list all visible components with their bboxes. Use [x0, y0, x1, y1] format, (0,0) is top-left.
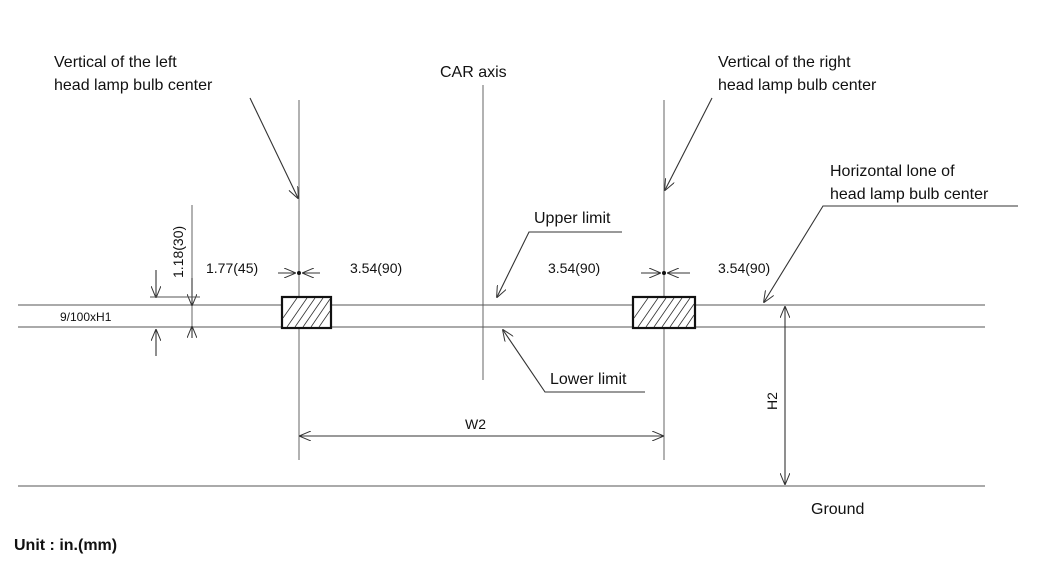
left-vertical-leader	[249, 97, 298, 198]
right-vertical-label-line2: head lamp bulb center	[718, 77, 877, 94]
width-label: W2	[465, 416, 486, 432]
left-headlamp-box	[280, 295, 333, 330]
right-right-offset-label: 3.54(90)	[718, 260, 770, 276]
right-bulb-center-dot	[662, 271, 666, 275]
ground-label: Ground	[811, 501, 864, 518]
left-vertical-label-line1: Vertical of the left	[54, 54, 177, 71]
height-ratio-label: 9/100xH1	[60, 310, 112, 324]
right-headlamp-box	[631, 295, 697, 330]
right-vertical-leader	[665, 97, 713, 190]
right-vertical-label-line1: Vertical of the right	[718, 54, 851, 71]
lower-limit-leader	[503, 330, 645, 393]
left-bulb-center-dot	[297, 271, 301, 275]
car-axis-label: CAR axis	[440, 64, 507, 81]
right-left-offset-label: 3.54(90)	[548, 260, 600, 276]
lower-limit-label: Lower limit	[550, 371, 627, 388]
left-right-offset-label: 3.54(90)	[350, 260, 402, 276]
unit-label: Unit : in.(mm)	[14, 537, 117, 554]
upper-limit-label: Upper limit	[534, 210, 611, 227]
horizontal-lone-label-line2: head lamp bulb center	[830, 186, 989, 203]
vertical-offset-label: 1.18(30)	[170, 226, 186, 278]
horizontal-lone-label-line1: Horizontal lone of	[830, 163, 955, 180]
horizontal-lone-leader	[764, 205, 1018, 302]
left-offset-label: 1.77(45)	[206, 260, 258, 276]
upper-limit-leader	[497, 231, 622, 297]
height-label: H2	[764, 392, 780, 410]
left-vertical-label-line2: head lamp bulb center	[54, 77, 213, 94]
